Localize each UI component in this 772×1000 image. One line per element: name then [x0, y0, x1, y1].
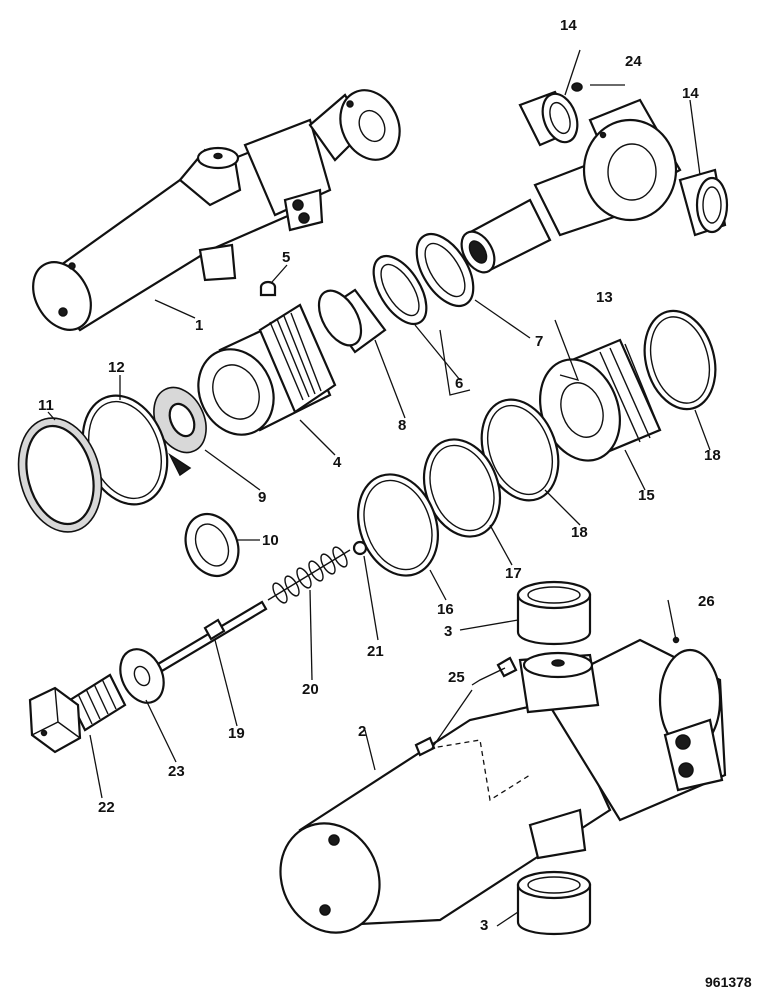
callout-14: 14 [682, 85, 699, 102]
callout-5: 5 [282, 249, 290, 266]
part-7-ring [415, 233, 475, 307]
part-5-plug [259, 280, 277, 297]
callout-25: 25 [448, 669, 465, 686]
part-9-wiper-seal [153, 386, 207, 477]
part-19-valve-stem [156, 600, 268, 673]
callout-4: 4 [333, 454, 342, 471]
callout-14: 14 [560, 17, 577, 34]
callout-19: 19 [228, 725, 245, 742]
callout-26: 26 [698, 593, 715, 610]
callout-8: 8 [398, 417, 406, 434]
part-22-bolt [28, 673, 127, 754]
part-14-bush-left [518, 90, 579, 147]
callout-3: 3 [480, 917, 488, 934]
callout-21: 21 [367, 643, 384, 660]
part-15-piston [539, 338, 662, 462]
callout-3: 3 [444, 623, 452, 640]
part-23-washer [119, 648, 165, 704]
part-2-cylinder-body [279, 636, 727, 934]
callout-23: 23 [168, 763, 185, 780]
part-16-ring [357, 473, 439, 577]
callout-2: 2 [358, 723, 366, 740]
part-13-rod-end-eye [460, 98, 682, 274]
callout-20: 20 [302, 681, 319, 698]
part-21-ball [352, 540, 368, 556]
part-1-cylinder-barrel [32, 89, 401, 332]
callout-17: 17 [505, 565, 522, 582]
part-10-washer [184, 513, 240, 577]
callout-labels: 1 2 3 3 4 5 6 7 8 9 10 11 12 13 14 14 15… [38, 17, 721, 934]
callout-15: 15 [638, 487, 655, 504]
callout-13: 13 [596, 289, 613, 306]
leader-lines [47, 49, 711, 927]
part-18-piston-seal-upper [643, 309, 717, 411]
callout-1: 1 [195, 317, 203, 334]
part-3-bush-lower [516, 870, 592, 936]
part-4-gland [197, 303, 337, 436]
callout-9: 9 [258, 489, 266, 506]
part-6-ring [372, 254, 428, 326]
callout-11: 11 [38, 397, 54, 414]
callout-6: 6 [455, 375, 463, 392]
callout-24: 24 [625, 53, 642, 70]
callout-12: 12 [108, 359, 125, 376]
callout-18: 18 [571, 524, 588, 541]
callout-22: 22 [98, 799, 115, 816]
callout-16: 16 [437, 601, 454, 618]
part-20-spring [267, 546, 351, 604]
part-24-grease-nipple [571, 82, 583, 92]
part-3-bush-upper [516, 580, 592, 646]
part-8-bearing-sleeve [317, 288, 387, 354]
part-25-grease-nipple [414, 656, 518, 757]
part-11-gasket [17, 417, 103, 533]
callout-10: 10 [262, 532, 279, 549]
part-14-bush-right [678, 168, 729, 237]
callout-7: 7 [535, 333, 543, 350]
callout-18: 18 [704, 447, 721, 464]
drawing-number: 961378 [705, 974, 752, 990]
